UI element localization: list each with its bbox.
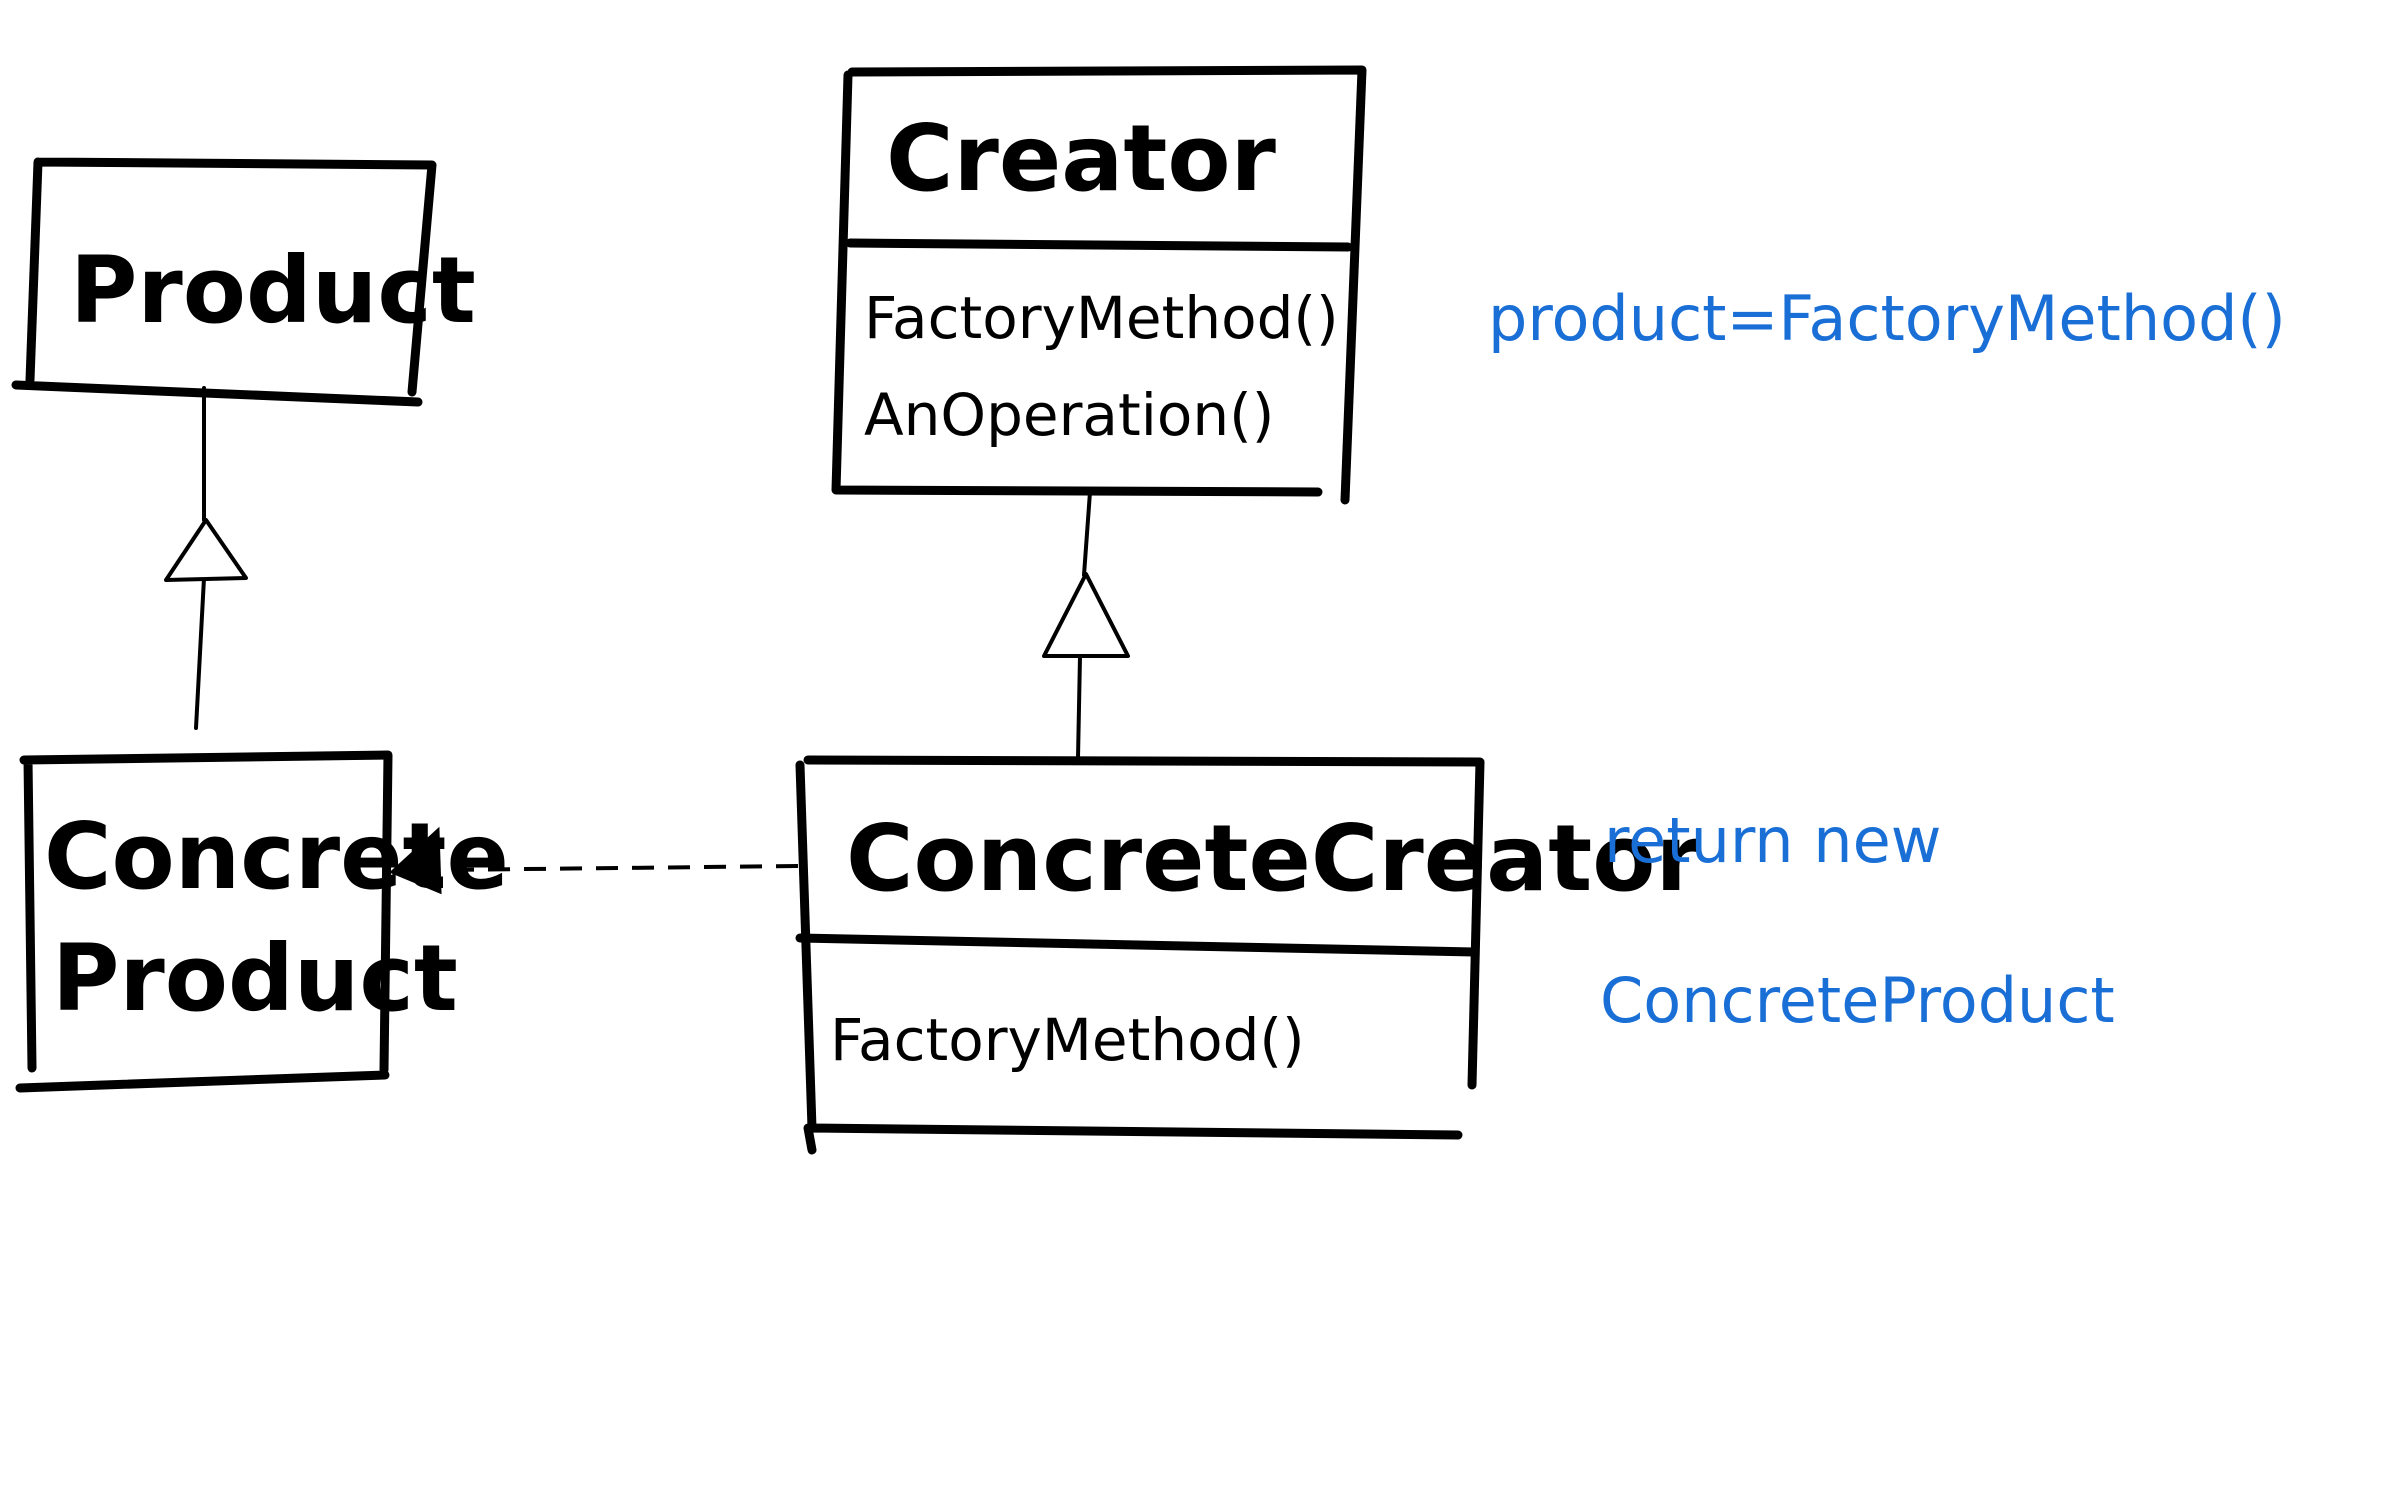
dependency-arrowhead	[389, 826, 442, 895]
inheritance-creator-triangle	[1042, 572, 1130, 658]
concrete-creator-class: ConcreteCreator FactoryMethod()	[795, 755, 1701, 1155]
concrete-creator-class-name: ConcreteCreator	[846, 805, 1701, 912]
inheritance-creator	[1042, 490, 1130, 760]
inheritance-creator-line-upper	[1082, 490, 1092, 577]
product-box	[11, 157, 437, 407]
inheritance-creator-line-lower	[1076, 654, 1082, 760]
creator-box	[831, 65, 1367, 505]
concrete-product-box	[15, 750, 393, 1093]
dependency-creates	[389, 826, 799, 895]
inheritance-product-line-lower	[194, 576, 206, 730]
product-class: Product	[11, 157, 476, 407]
dependency-line	[439, 864, 799, 872]
creator-note: product=FactoryMethod()	[1488, 282, 2286, 355]
creator-class-name: Creator	[886, 105, 1277, 212]
creator-divider	[845, 238, 1353, 252]
concrete-creator-divider	[795, 933, 1479, 957]
concrete-product-class: Concrete Product	[15, 750, 509, 1093]
concrete-product-name-line2: Product	[52, 925, 458, 1032]
concrete-creator-note-line1: return new	[1604, 804, 1941, 877]
inheritance-product	[164, 386, 248, 730]
creator-method-factory: FactoryMethod()	[864, 284, 1339, 352]
creator-method-anoperation: AnOperation()	[864, 381, 1274, 449]
inheritance-product-triangle	[164, 518, 248, 582]
concrete-creator-box	[795, 755, 1485, 1155]
product-class-name: Product	[70, 237, 476, 344]
concrete-creator-note-line2: ConcreteProduct	[1600, 964, 2115, 1037]
creator-class: Creator FactoryMethod() AnOperation()	[831, 65, 1367, 505]
concrete-creator-method-factory: FactoryMethod()	[830, 1006, 1305, 1074]
